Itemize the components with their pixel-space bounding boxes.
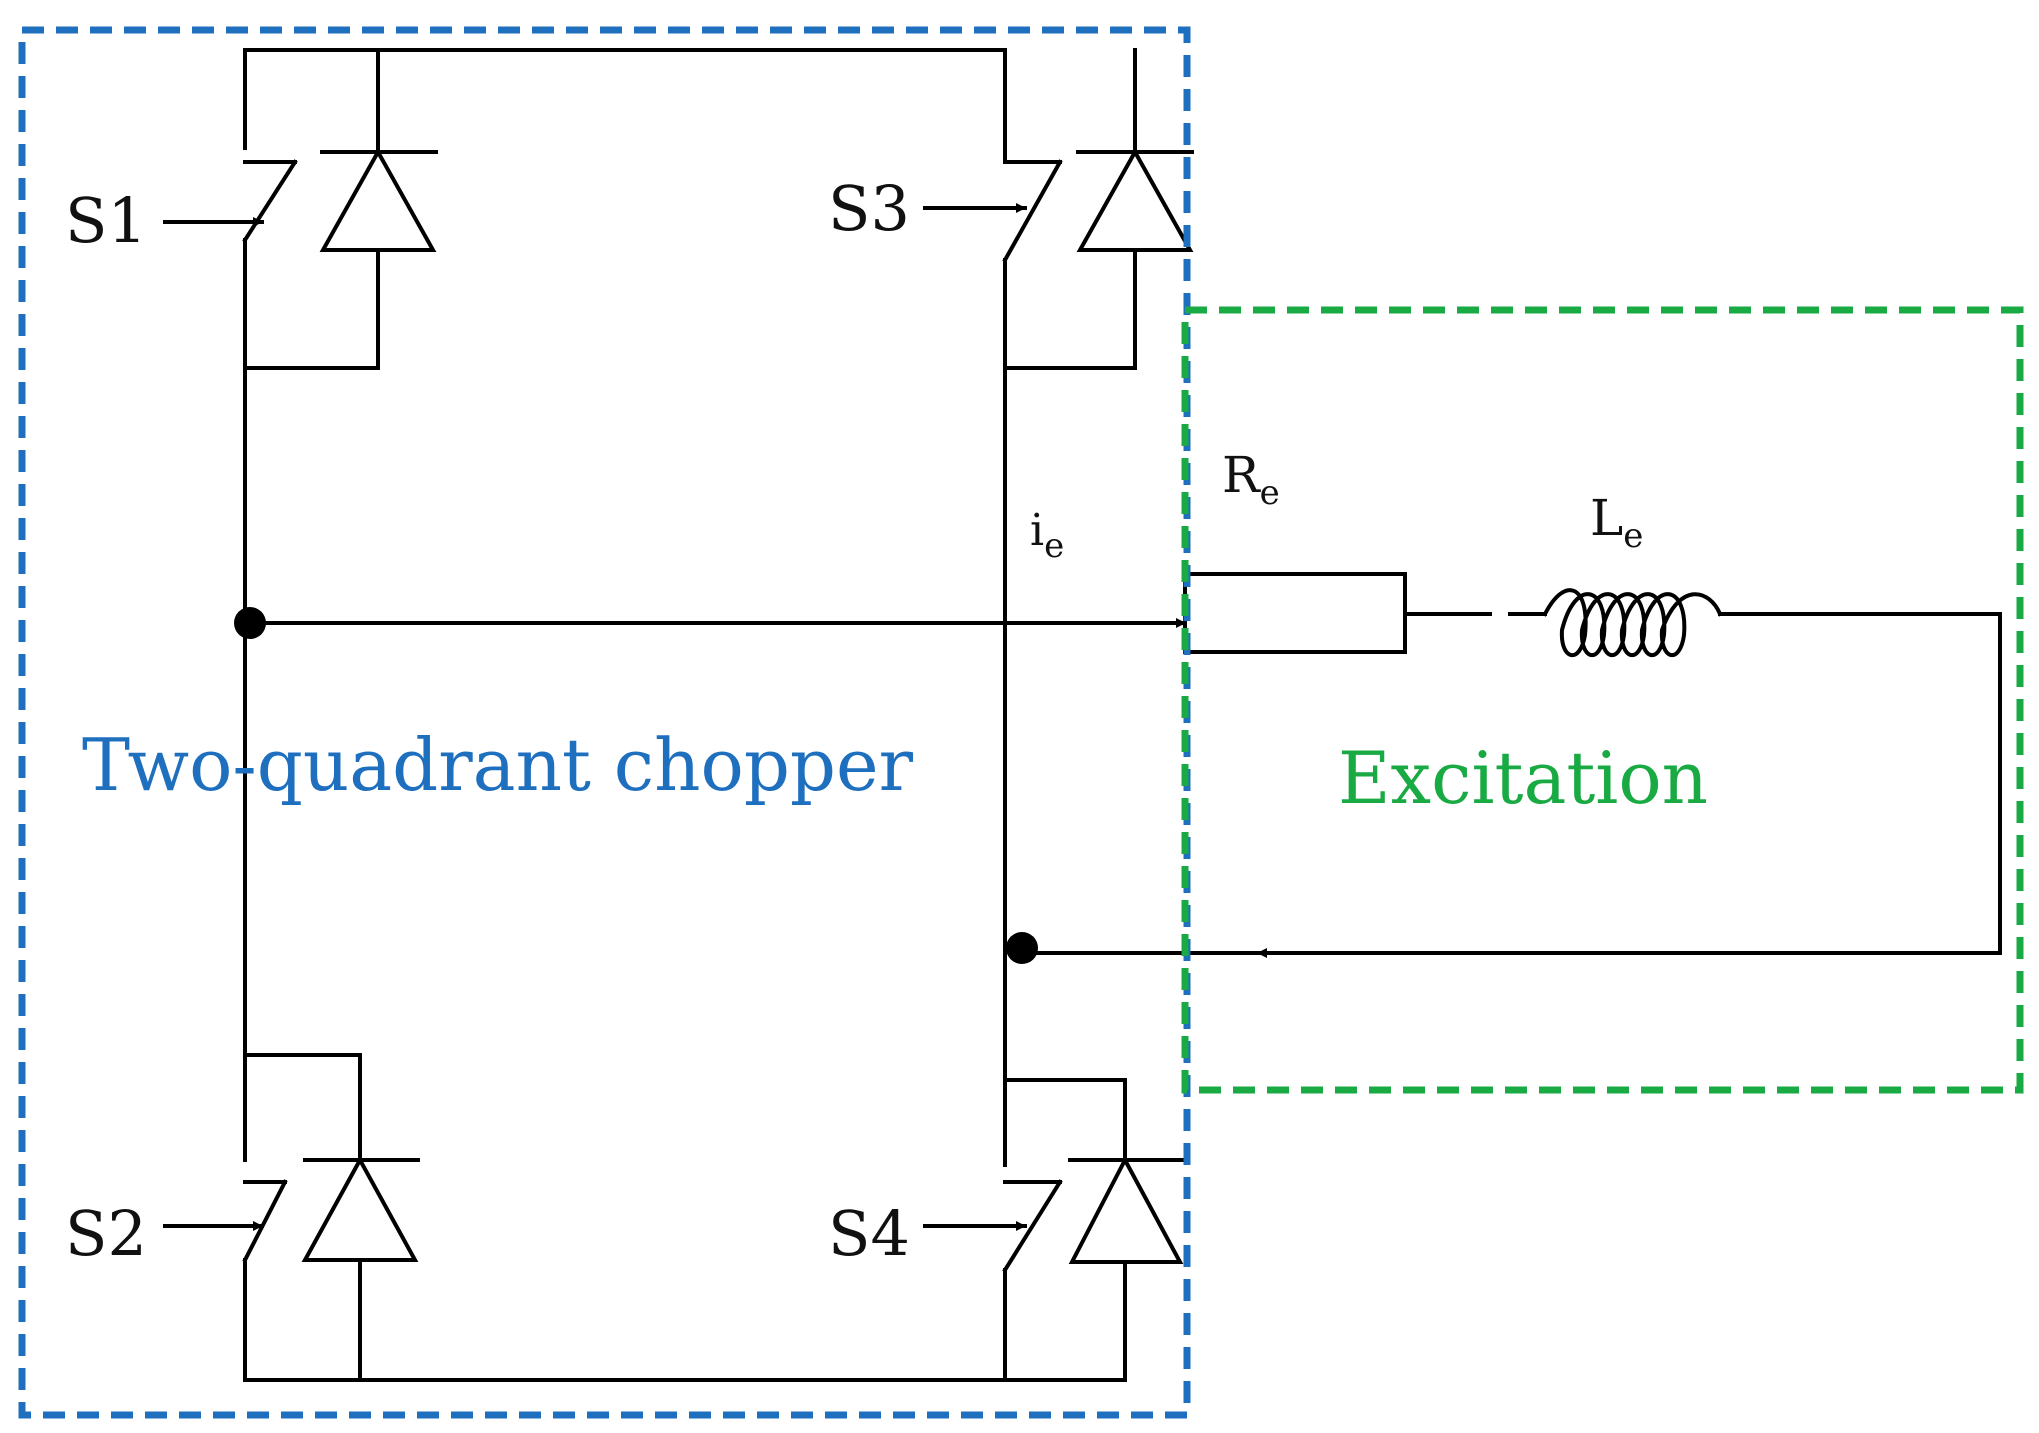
chopper-region-box bbox=[18, 26, 1191, 1419]
label-current-ie: ie bbox=[1030, 505, 1064, 566]
inductor-le bbox=[1542, 588, 1723, 658]
resistor-re bbox=[1183, 572, 1407, 654]
switch-s4 bbox=[923, 1078, 1186, 1382]
chopper-region-label: Two-quadrant chopper bbox=[82, 723, 914, 807]
label-resistor-re: Re bbox=[1222, 446, 1280, 513]
switch-s3 bbox=[923, 48, 1194, 370]
label-s2: S2 bbox=[65, 1197, 147, 1270]
label-inductor-le: Le bbox=[1590, 489, 1643, 556]
label-s1: S1 bbox=[65, 184, 147, 257]
right-junction-dot bbox=[1006, 932, 1038, 964]
switch-s2 bbox=[163, 1053, 420, 1382]
switch-s1 bbox=[163, 48, 438, 370]
excitation-region-label: Excitation bbox=[1338, 736, 1708, 820]
label-s3: S3 bbox=[828, 172, 910, 245]
label-s4: S4 bbox=[828, 1197, 910, 1270]
excitation-region-box bbox=[1181, 306, 2024, 1094]
